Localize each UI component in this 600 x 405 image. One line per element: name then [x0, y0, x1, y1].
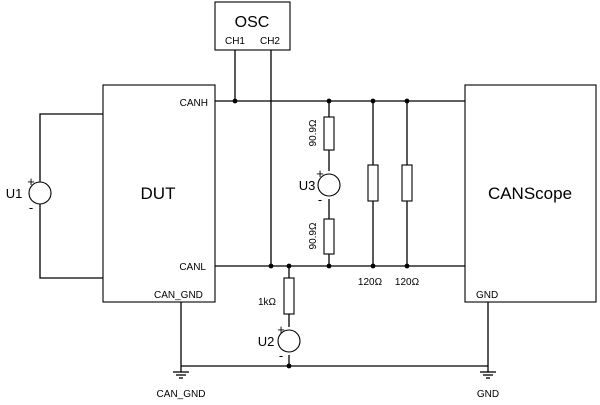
- junction-dot: [268, 263, 274, 269]
- resistor-bottom-90-9: 90.9Ω: [308, 218, 335, 255]
- junction-dot: [404, 263, 410, 269]
- u1-source: U1 + -: [6, 174, 52, 215]
- dut-canl-label: CANL: [179, 262, 206, 273]
- u1-plus-sign: +: [27, 174, 35, 189]
- resistor-top-90-9: 90.9Ω: [308, 116, 335, 151]
- dut-can-gnd-label: CAN_GND: [154, 290, 203, 301]
- resistor-pull-body: [283, 277, 295, 315]
- junction-dot: [404, 98, 410, 104]
- u1-label: U1: [6, 186, 23, 201]
- osc-title: OSC: [235, 14, 270, 31]
- osc-box: [214, 1, 291, 51]
- resistor-pull-value: 1kΩ: [258, 297, 277, 308]
- dut-canh-label: CANH: [180, 98, 208, 109]
- u2-source-symbol: [277, 329, 301, 353]
- resistor-term1-body: [367, 164, 379, 202]
- junctions: [232, 98, 410, 369]
- dut-block: DUT CANH CANL CAN_GND: [102, 84, 216, 303]
- resistor-bottom-body: [323, 218, 335, 255]
- u3-minus-sign: -: [318, 192, 322, 207]
- ground-right-label: GND: [477, 389, 499, 400]
- ground-left-label: CAN_GND: [157, 389, 206, 400]
- junction-dot: [370, 263, 376, 269]
- u3-plus-sign: +: [316, 166, 324, 181]
- u3-source: U3 + -: [299, 166, 341, 207]
- osc-ch2-label: CH2: [260, 36, 280, 47]
- junction-dot: [232, 98, 238, 104]
- canscope-gnd-label: GND: [476, 290, 498, 301]
- wires: [39, 50, 489, 372]
- u2-source: U2 + -: [258, 322, 301, 363]
- u3-label: U3: [299, 178, 316, 193]
- resistor-bottom-value: 90.9Ω: [308, 222, 319, 249]
- junction-dot: [326, 263, 332, 269]
- junction-dot: [326, 98, 332, 104]
- u1-minus-sign: -: [29, 200, 33, 215]
- resistor-term2-120: 120Ω: [395, 164, 420, 288]
- canscope-block: CANScope GND: [464, 84, 597, 303]
- resistor-term1-120: 120Ω: [358, 164, 383, 288]
- u3-source-symbol: [317, 173, 341, 197]
- osc-block: OSC CH1 CH2: [214, 1, 291, 51]
- resistor-term2-body: [401, 164, 413, 202]
- resistor-pull-1k: 1kΩ: [258, 277, 295, 315]
- resistor-term2-value: 120Ω: [395, 277, 420, 288]
- u2-minus-sign: -: [279, 348, 283, 363]
- osc-ch1-label: CH1: [225, 36, 245, 47]
- dut-box: [102, 84, 216, 303]
- ground-icon-can-gnd: CAN_GND: [157, 371, 206, 400]
- dut-title: DUT: [141, 184, 176, 203]
- junction-dot: [286, 363, 292, 369]
- u1-source-symbol: [28, 181, 52, 205]
- junction-dot: [286, 263, 292, 269]
- resistor-term1-value: 120Ω: [358, 277, 383, 288]
- junction-dot: [370, 98, 376, 104]
- u2-label: U2: [258, 334, 275, 349]
- canscope-box: [464, 84, 597, 303]
- ground-icon-gnd: GND: [477, 371, 499, 400]
- resistor-top-body: [323, 116, 335, 151]
- u2-plus-sign: +: [277, 322, 285, 337]
- canscope-title: CANScope: [488, 184, 572, 203]
- resistor-top-value: 90.9Ω: [308, 119, 319, 146]
